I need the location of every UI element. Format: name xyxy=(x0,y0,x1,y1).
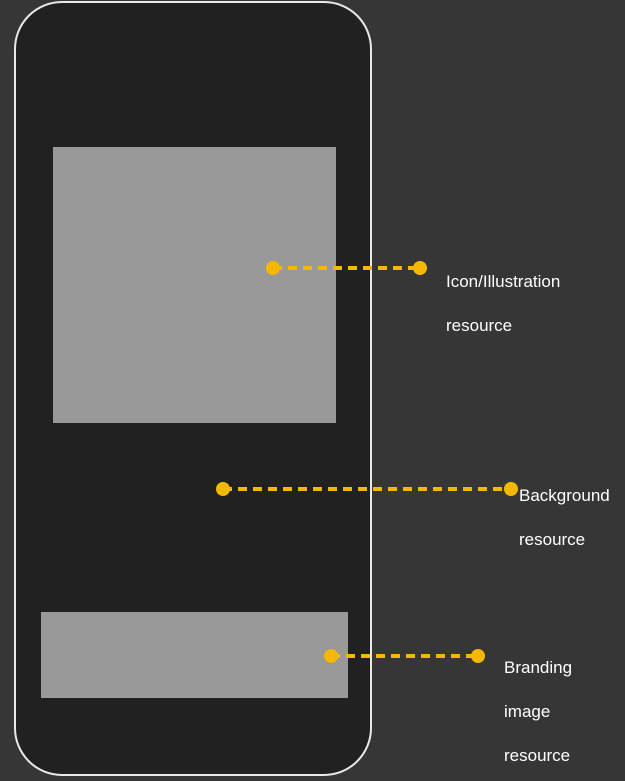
callout-background xyxy=(216,482,518,496)
label-branding-image-resource: Branding image resource xyxy=(504,635,572,781)
label-branding-line1: Branding xyxy=(504,658,573,677)
icon-illustration-placeholder xyxy=(53,147,336,423)
label-illustration-line1: Icon/Illustration xyxy=(446,272,561,291)
callout-branding-start-dot xyxy=(324,649,338,663)
callout-branding xyxy=(324,649,485,663)
label-background-line2: resource xyxy=(519,530,586,549)
callout-background-start-dot xyxy=(216,482,230,496)
label-illustration-line2: resource xyxy=(446,316,513,335)
callout-illustration-start-dot xyxy=(266,261,280,275)
label-background-resource: Background resource xyxy=(519,463,610,573)
callout-illustration-end-dot xyxy=(413,261,427,275)
branding-image-placeholder xyxy=(41,612,348,698)
label-icon-illustration-resource: Icon/Illustration resource xyxy=(446,249,560,359)
label-branding-line2: image xyxy=(504,702,551,721)
label-branding-line3: resource xyxy=(504,746,571,765)
label-background-line1: Background xyxy=(519,486,610,505)
callout-illustration xyxy=(266,261,427,275)
callout-background-end-dot xyxy=(504,482,518,496)
callout-branding-end-dot xyxy=(471,649,485,663)
